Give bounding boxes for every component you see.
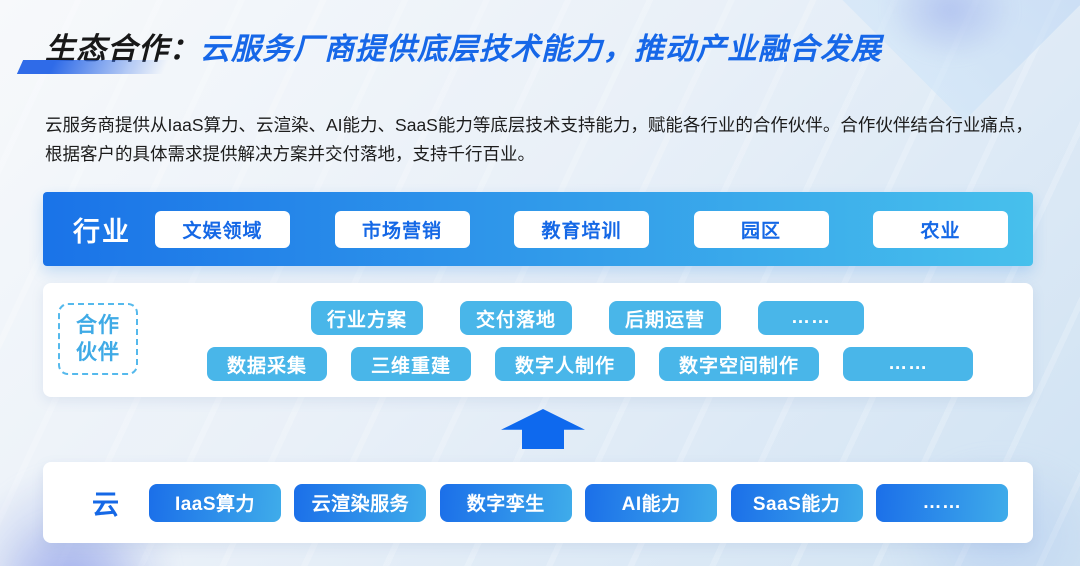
partner-chip-3d-reconstruction: 三维重建 [351, 347, 472, 381]
cloud-chip-cloud-rendering: 云渲染服务 [294, 483, 427, 522]
cloud-chip-more-dots: …… [875, 483, 1008, 522]
page-title: 生态合作：云服务厂商提供底层技术能力，推动产业融合发展 [45, 24, 882, 68]
partner-chip-later-operations: 后期运营 [609, 301, 722, 335]
up-arrow-icon [501, 409, 585, 449]
industry-chip-education-training: 教育培训 [514, 210, 649, 248]
title-underline-decoration [16, 60, 170, 74]
partners-layer-panel: 合作 伙伴 行业方案 交付落地 后期运营 …… 数据采集 三维重建 数字人制作 … [43, 283, 1033, 397]
partners-row-1: 行业方案 交付落地 后期运营 …… [311, 301, 865, 335]
page-title-highlight: 云服务厂商提供底层技术能力，推动产业融合发展 [200, 33, 882, 66]
industry-chip-entertainment: 文娱领域 [155, 210, 290, 248]
partners-label-line2: 伙伴 [76, 341, 120, 364]
industry-layer-label: 行业 [73, 216, 131, 247]
partners-label-line1: 合作 [76, 314, 120, 337]
partner-chip-more-dots: …… [758, 301, 865, 335]
cloud-items: IaaS算力 云渲染服务 数字孪生 AI能力 SaaS能力 …… [149, 483, 1008, 522]
cloud-layer-bar: 云 IaaS算力 云渲染服务 数字孪生 AI能力 SaaS能力 …… [43, 462, 1033, 543]
partner-chip-digital-human-production: 数字人制作 [495, 347, 636, 381]
industry-items: 文娱领域 市场营销 教育培训 园区 农业 [155, 210, 1008, 248]
partner-chip-more-dots-2: …… [843, 347, 974, 381]
cloud-layer-label: 云 [92, 490, 119, 520]
cloud-chip-digital-twin: 数字孪生 [439, 483, 572, 522]
partners-layer-label: 合作 伙伴 [58, 303, 138, 375]
cloud-chip-iaas-compute: IaaS算力 [149, 483, 281, 522]
cloud-chip-saas-capability: SaaS能力 [730, 483, 863, 522]
partner-chip-industry-solution: 行业方案 [311, 301, 424, 335]
partner-chip-data-collection: 数据采集 [207, 347, 328, 381]
cloud-chip-ai-capability: AI能力 [585, 483, 718, 522]
intro-paragraph: 云服务商提供从IaaS算力、云渲染、AI能力、SaaS能力等底层技术支持能力，赋… [45, 115, 1033, 164]
partners-row-2: 数据采集 三维重建 数字人制作 数字空间制作 …… [207, 347, 974, 381]
top-right-blob-decoration [860, 0, 1040, 80]
industry-layer-bar: 行业 文娱领域 市场营销 教育培训 园区 农业 [43, 192, 1033, 266]
industry-chip-agriculture: 农业 [873, 210, 1008, 248]
industry-chip-park: 园区 [693, 210, 829, 248]
partner-chip-digital-space-production: 数字空间制作 [659, 347, 820, 381]
industry-chip-marketing: 市场营销 [334, 210, 470, 248]
partner-chip-delivery: 交付落地 [460, 301, 573, 335]
